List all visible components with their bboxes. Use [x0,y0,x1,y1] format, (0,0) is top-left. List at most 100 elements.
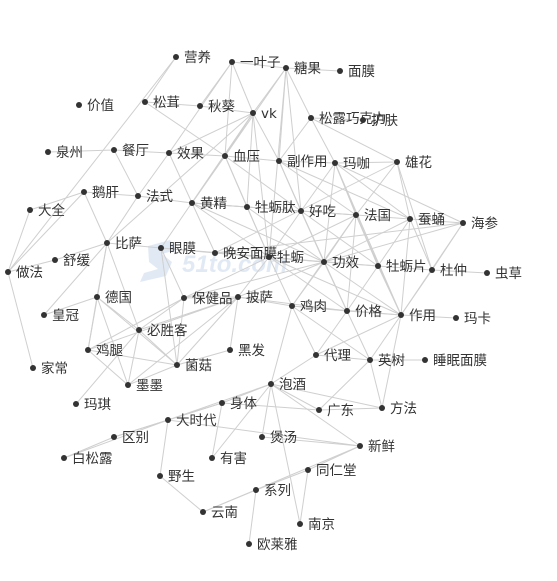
node-haochi[interactable]: 好吃 [298,204,336,220]
node-quanzhou[interactable]: 泉州 [45,144,83,161]
node-label: 广东 [327,403,354,419]
node-dot [460,220,466,226]
node-label: 杜仲 [440,263,467,279]
node-xinxian[interactable]: 新鲜 [357,439,395,455]
node-xiaoguo[interactable]: 效果 [166,146,204,162]
edge-pisa-momo [127,296,239,386]
node-dashidai[interactable]: 大时代 [165,413,217,429]
node-fangfa[interactable]: 方法 [379,401,417,417]
node-label: 价值 [87,98,114,114]
node-shuimianmianmo[interactable]: 睡眠面膜 [422,353,487,369]
node-yanmo[interactable]: 眼膜 [158,241,196,257]
node-label: 牡蛎肽 [255,200,296,216]
node-jiachang[interactable]: 家常 [30,360,68,377]
node-jiazhi[interactable]: 价值 [76,98,114,114]
node-label: 玛琪 [84,397,111,413]
node-paojiu[interactable]: 泡酒 [268,377,306,393]
node-huangguan[interactable]: 皇冠 [41,308,79,324]
node-canting[interactable]: 餐厅 [111,143,149,159]
node-qubie[interactable]: 区别 [111,430,149,446]
node-baisonglu[interactable]: 白松露 [61,451,113,467]
node-momo[interactable]: 墨墨 [125,378,163,394]
node-dot [353,212,359,218]
edge-jitui-momo [87,349,129,386]
node-shenti[interactable]: 身体 [219,396,257,412]
node-yingshu[interactable]: 英树 [367,352,405,369]
node-qiukui[interactable]: 秋葵 [197,99,235,115]
node-bisa[interactable]: 比萨 [104,236,142,252]
node-canyong[interactable]: 蚕蛹 [407,212,445,228]
node-deguo[interactable]: 德国 [94,290,132,306]
node-hufu[interactable]: 护肤 [360,113,398,129]
node-xionghua[interactable]: 雄花 [394,155,432,171]
edge-gongxiao-mulipian [323,261,379,267]
node-label: 代理 [324,348,351,364]
edge-yingshu-fangfa [369,359,383,409]
node-egan[interactable]: 鹅肝 [81,184,119,201]
node-mianmo[interactable]: 面膜 [337,64,375,80]
node-tongrentang[interactable]: 同仁堂 [305,463,357,479]
node-yingyang[interactable]: 营养 [173,50,211,66]
node-mulitai[interactable]: 牡蛎肽 [244,200,296,216]
node-baojianpin[interactable]: 保健品 [181,291,233,307]
node-haishen[interactable]: 海参 [460,215,498,232]
node-zuoyong[interactable]: 作用 [398,308,436,324]
node-chongcao[interactable]: 虫草 [484,266,522,282]
node-huangjing[interactable]: 黄精 [189,196,227,212]
node-duzhong[interactable]: 杜仲 [429,263,467,279]
edge-yingyang-songrong [144,56,177,103]
node-xilie[interactable]: 系列 [253,483,291,499]
node-fashi[interactable]: 法式 [135,189,173,205]
node-label: 白松露 [72,451,113,467]
edge-tangguo-songlu [285,67,312,119]
edge-zuoyong-yingshu [369,314,402,361]
node-youhai[interactable]: 有害 [209,451,247,467]
node-yunnan[interactable]: 云南 [200,505,238,521]
edge-deguo-jitui [87,296,98,351]
node-songrong[interactable]: 松茸 [142,95,180,111]
node-jungu[interactable]: 菌菇 [174,358,212,374]
node-wananmianmo[interactable]: 晚安面膜 [212,246,277,262]
node-vk[interactable]: vk [250,106,277,122]
node-muli[interactable]: 牡蛎 [266,250,304,266]
edge-faguo-canyong [355,214,411,220]
node-dot [229,59,235,65]
edge-huangjing-wananmianmo [191,202,216,254]
node-jirou[interactable]: 鸡肉 [289,298,327,315]
node-nanjing[interactable]: 南京 [297,517,335,533]
node-daquan[interactable]: 大全 [27,202,65,219]
edge-faguo-jiage [346,214,357,312]
node-dot [125,382,131,388]
node-zuofa[interactable]: 做法 [5,265,43,281]
node-fuzuoyong[interactable]: 副作用 [276,154,328,170]
node-jiage[interactable]: 价格 [344,304,382,320]
node-songlu[interactable]: 松露巧克力 [308,111,387,127]
node-xueya[interactable]: 血压 [222,149,260,165]
node-dot [298,208,304,214]
node-dot [367,357,373,363]
node-tangguo[interactable]: 糖果 [283,61,321,77]
node-bishengke[interactable]: 必胜客 [136,322,188,339]
node-mulipian[interactable]: 牡蛎片 [375,259,427,275]
node-yesheng[interactable]: 野生 [157,469,195,485]
node-pisa[interactable]: 披萨 [235,290,273,306]
node-jitui[interactable]: 鸡腿 [85,342,123,359]
node-label: 泡酒 [279,377,306,393]
node-dot [253,487,259,493]
node-heifa[interactable]: 黑发 [227,343,265,359]
node-maka[interactable]: 玛卡 [453,311,491,327]
edge-yanmo-wananmianmo [160,247,216,254]
node-maqi[interactable]: 玛琪 [73,397,111,413]
edge-xionghua-duzhong [396,161,433,271]
node-yiyezi[interactable]: 一叶子 [229,55,281,71]
node-guangdong[interactable]: 广东 [316,403,354,419]
node-daili[interactable]: 代理 [313,348,351,364]
node-shuhuan[interactable]: 舒缓 [52,253,90,269]
edge-gongxiao-pisa [237,261,325,298]
node-majia[interactable]: 玛咖 [332,156,370,172]
node-baotang[interactable]: 煲汤 [259,429,297,446]
node-faguo[interactable]: 法国 [353,208,391,224]
node-oulaiya[interactable]: 欧莱雅 [246,537,298,553]
node-dot [321,259,327,265]
node-gongxiao[interactable]: 功效 [321,255,359,271]
